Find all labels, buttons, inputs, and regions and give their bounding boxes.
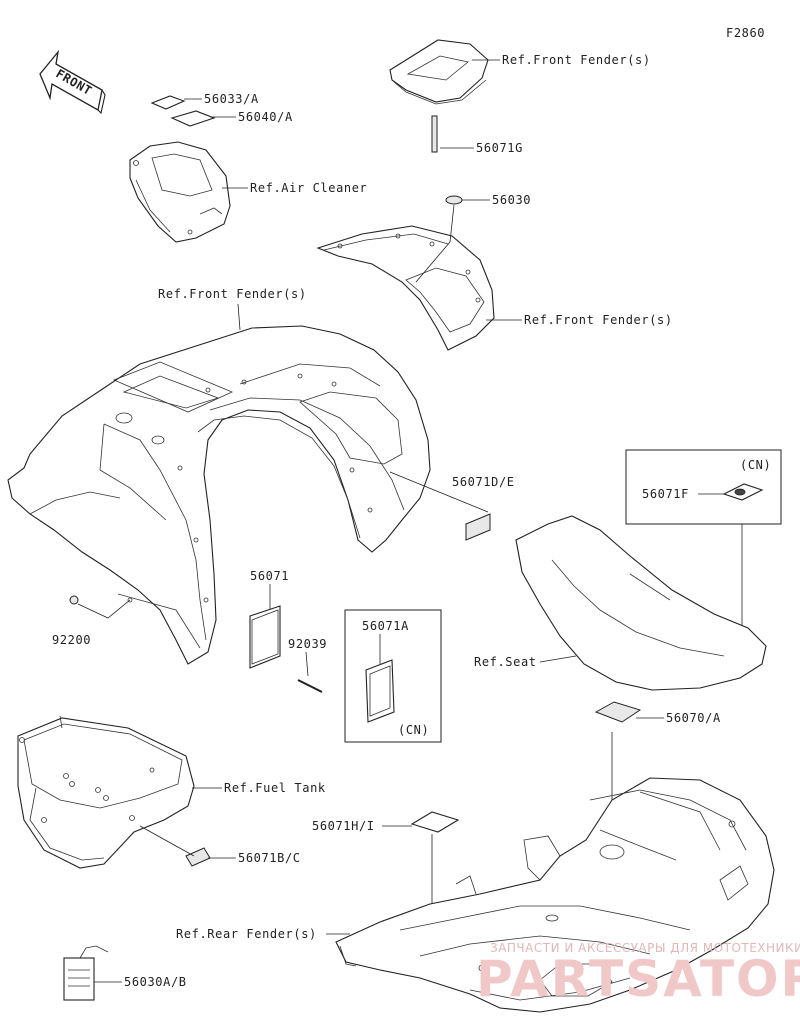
cable-tie-92039 <box>297 679 323 693</box>
label-56071F-decal <box>722 483 764 501</box>
callout-92039: 92039 <box>288 637 327 651</box>
air-cleaner-housing <box>129 141 231 243</box>
label-56071HI-decal <box>410 811 460 833</box>
label-56071BC-decal <box>185 847 211 867</box>
callout-front-fender-side: Ref.Front Fender(s) <box>524 313 673 327</box>
callout-seat: Ref.Seat <box>474 655 537 669</box>
front-fender-side-part <box>316 225 495 351</box>
label-56071-panel <box>249 605 281 669</box>
callout-rear-fender: Ref.Rear Fender(s) <box>176 927 317 941</box>
callout-front-fender-main: Ref.Front Fender(s) <box>158 287 307 301</box>
grommet-56030 <box>445 195 463 205</box>
cn-variant-box-56071F <box>625 449 782 525</box>
callout-56071A: 56071A <box>362 619 409 633</box>
callout-56040A: 56040/A <box>238 110 293 124</box>
callout-56071F: 56071F <box>642 487 689 501</box>
callout-56071HI: 56071H/I <box>312 819 375 833</box>
front-fender-top-part <box>389 39 489 105</box>
cn-note-top: (CN) <box>740 458 771 472</box>
diagram-id: F2860 <box>726 26 765 40</box>
callout-56030AB: 56030A/B <box>124 975 187 989</box>
callout-fuel-tank: Ref.Fuel Tank <box>224 781 326 795</box>
callout-56030: 56030 <box>492 193 531 207</box>
callout-56033A: 56033/A <box>204 92 259 106</box>
front-arrow-icon: FRONT <box>39 49 106 115</box>
callout-56071BC: 56071B/C <box>238 851 301 865</box>
rear-fender-part <box>335 777 775 1013</box>
label-56070A-decal <box>594 701 642 723</box>
callout-air-cleaner: Ref.Air Cleaner <box>250 181 367 195</box>
callout-56071DE: 56071D/E <box>452 475 515 489</box>
callout-56071G: 56071G <box>476 141 523 155</box>
seat-part <box>515 515 767 691</box>
watermark-logo: PARTSATOR.RU <box>476 950 800 1008</box>
label-56071G-strip <box>431 115 438 153</box>
label-56040A-decal <box>170 110 216 127</box>
clip-92200 <box>69 595 79 605</box>
callout-56070A: 56070/A <box>666 711 721 725</box>
label-56033A-decal <box>150 95 186 110</box>
tag-56030AB-part <box>63 945 109 1001</box>
callout-56071: 56071 <box>250 569 289 583</box>
cn-variant-box-56071A <box>344 609 442 743</box>
watermark-tagline: ЗАПЧАСТИ И АКСЕССУАРЫ ДЛЯ МОТОТЕХНИКИ <box>490 941 800 955</box>
label-56071A-decal <box>365 659 395 723</box>
fuel-tank-part <box>17 715 195 869</box>
callout-front-fender-top: Ref.Front Fender(s) <box>502 53 651 67</box>
front-fender-main-part <box>7 325 431 665</box>
cn-note-mid: (CN) <box>398 723 429 737</box>
callout-92200: 92200 <box>52 633 91 647</box>
label-56071DE-decal <box>465 513 491 541</box>
